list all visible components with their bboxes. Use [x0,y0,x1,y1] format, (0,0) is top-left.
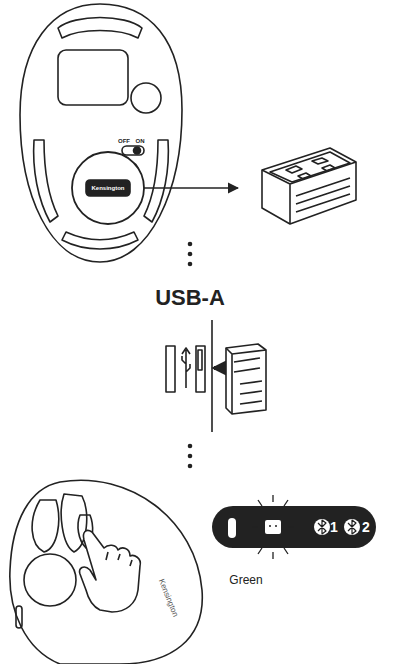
left-slot [34,140,58,222]
receiver-icon-detail [269,525,277,526]
battery-led [228,518,236,538]
usb-port-tongue [198,350,202,370]
switch-knob [134,147,141,154]
bluetooth-rune [318,520,356,534]
top-slot [58,18,142,39]
magnifier-circle [72,152,144,224]
mouse-underside [20,4,182,262]
dongle-plug [270,152,350,182]
led-strip [16,606,22,628]
port-label: USB-A [155,287,225,309]
dongle-side-detail [226,348,266,414]
pointer-arrow [144,187,238,189]
mouse-top [10,480,202,664]
bottom-slot [62,232,138,249]
dongle-side [226,344,266,414]
led-glow [252,495,294,559]
sensor-window [58,50,128,105]
channel-number: 2 [362,520,370,534]
receiver-icon [265,520,281,534]
usb-port [166,346,175,392]
switch-label: OFF [118,138,130,144]
trackball [24,554,76,606]
ball-socket [131,83,161,113]
brand-label: Kensington [92,185,125,191]
right-slot [144,140,168,222]
dongle-hole [286,158,335,179]
channel-number: 1 [330,520,338,534]
power-switch [122,146,144,155]
dongle [262,148,356,224]
usb-port [196,346,205,392]
usb-symbol [182,348,190,388]
ellipsis-dots [188,242,193,469]
computer-side [211,320,213,432]
dongle-edge [262,162,356,224]
dongle-bay [86,180,130,196]
color-label: Green [229,574,262,586]
brand-label: Kensington [157,578,179,618]
hand-creases [106,552,132,566]
switch-label: ON [136,138,145,144]
dongle-grip [296,178,350,212]
pointing-hand [80,530,141,612]
